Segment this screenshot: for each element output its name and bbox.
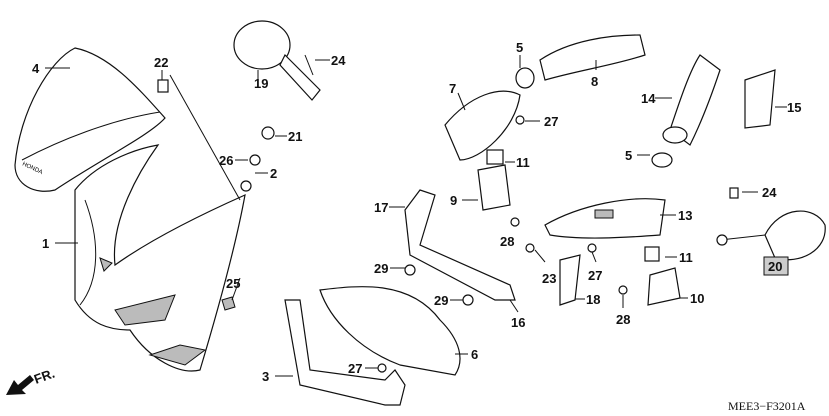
mirror-left [157,20,321,201]
callout-4[interactable]: 4 [32,61,40,76]
callout-2[interactable]: 2 [270,166,277,181]
callout-9[interactable]: 9 [450,193,457,208]
callout-11b[interactable]: 11 [679,250,693,265]
callout-27b[interactable]: 27 [588,268,602,283]
callout-27[interactable]: 27 [544,114,558,129]
callout-28b[interactable]: 28 [616,312,630,327]
callout-5b[interactable]: 5 [625,148,632,163]
callout-21[interactable]: 21 [288,129,302,144]
callout-6[interactable]: 6 [471,347,478,362]
callout-24b[interactable]: 24 [762,185,777,200]
callout-14[interactable]: 14 [641,91,656,106]
mirror-right [716,187,826,261]
callout-15[interactable]: 15 [787,100,801,115]
front-direction-arrow: FR. [6,366,57,395]
callout-26[interactable]: 26 [219,153,233,168]
lower-cowl [284,286,461,406]
callout-11[interactable]: 11 [516,155,530,170]
upper-cowl [74,144,246,372]
callout-23[interactable]: 23 [542,271,556,286]
callout-20[interactable]: 20 [768,259,782,274]
callout-29b[interactable]: 29 [434,293,448,308]
callout-29[interactable]: 29 [374,261,388,276]
callout-17[interactable]: 17 [374,200,388,215]
air-ducts [444,34,776,306]
callout-20-box [763,256,789,276]
callout-24[interactable]: 24 [331,53,346,68]
callout-1[interactable]: 1 [42,236,49,251]
callout-3[interactable]: 3 [262,369,269,384]
clip-25 [221,296,236,311]
callout-labels: 4 22 19 24 21 26 2 1 25 5 8 7 27 11 9 14… [32,40,801,384]
callout-10[interactable]: 10 [690,291,704,306]
diagram-code: MEE3−F3201A [728,399,806,413]
callout-28[interactable]: 28 [500,234,514,249]
callout-7[interactable]: 7 [449,81,456,96]
leader-lines [45,55,787,377]
callout-18[interactable]: 18 [586,292,600,307]
callout-22[interactable]: 22 [154,55,168,70]
callout-27c[interactable]: 27 [348,361,362,376]
windscreen: HONDA [14,47,166,192]
callout-5[interactable]: 5 [516,40,523,55]
callout-8[interactable]: 8 [591,74,598,89]
callout-13[interactable]: 13 [678,208,692,223]
callout-19[interactable]: 19 [254,76,268,91]
callout-25[interactable]: 25 [226,276,240,291]
callout-16[interactable]: 16 [511,315,525,330]
front-direction-label: FR. [32,366,57,387]
